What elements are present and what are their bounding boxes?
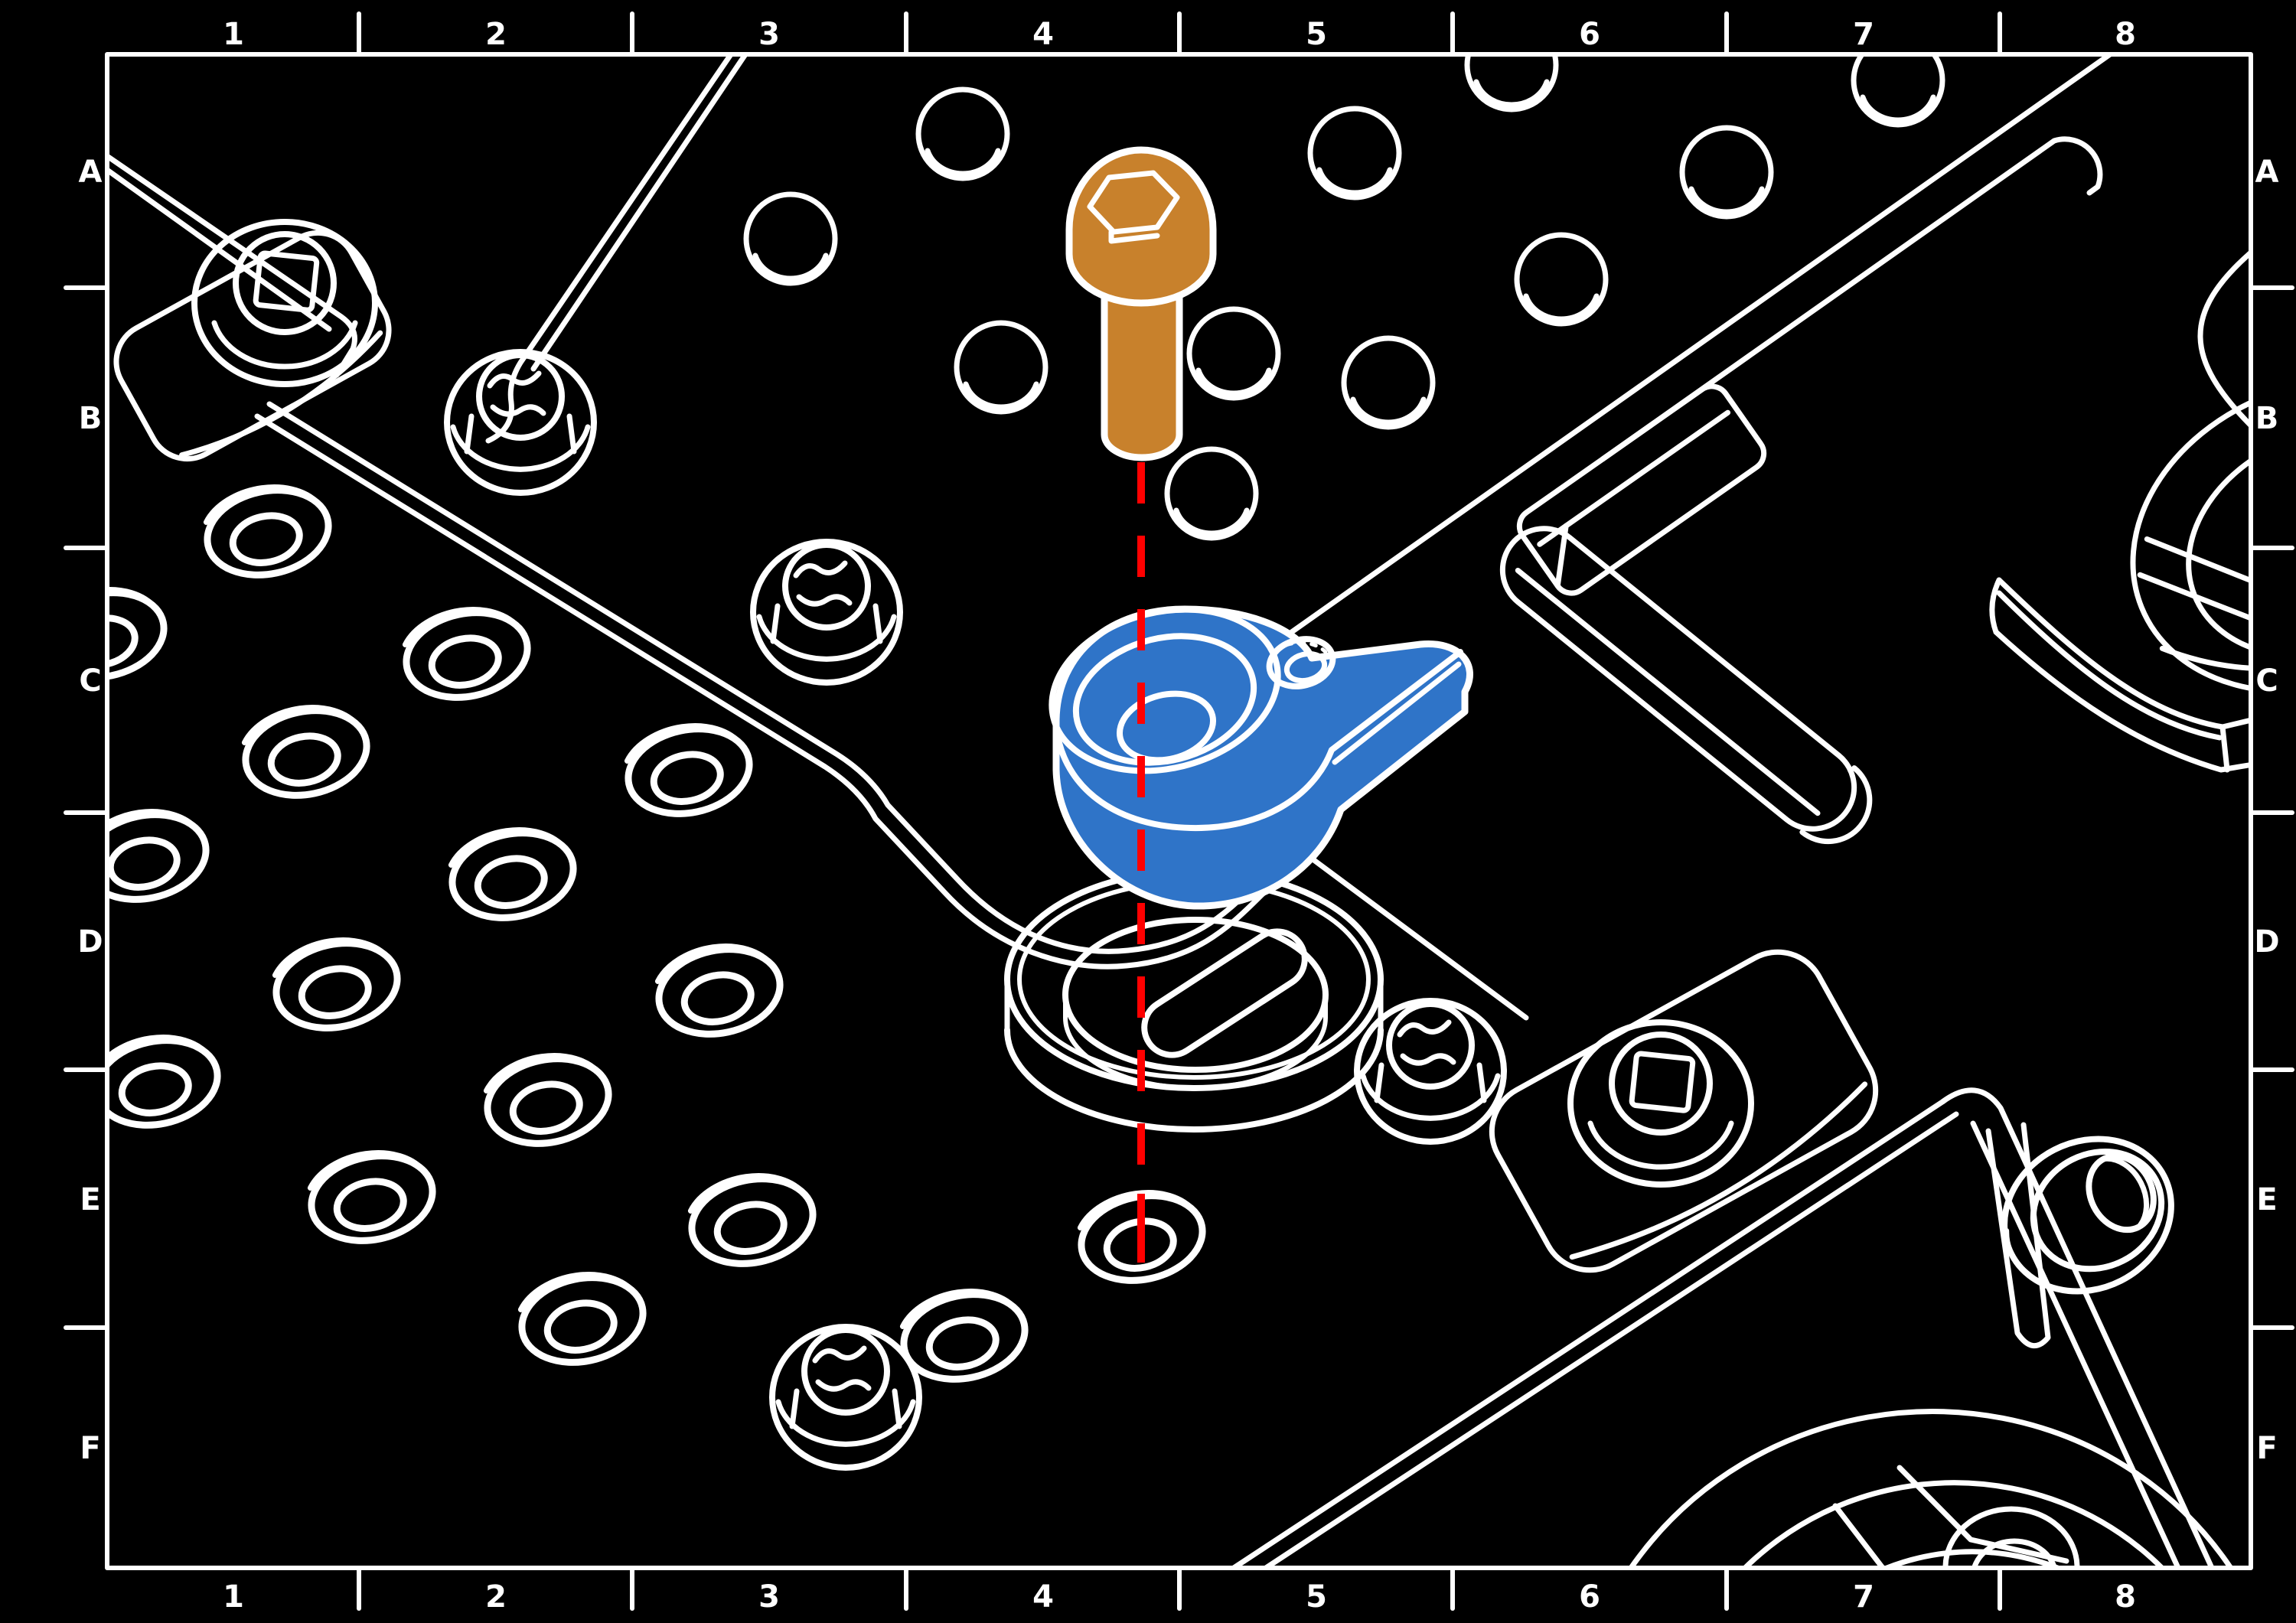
washer-icon — [34, 578, 171, 689]
drill-hole-icon — [1682, 128, 1771, 217]
boss-slot — [1141, 928, 1308, 1058]
grid-col-label-bottom: 2 — [485, 1579, 507, 1615]
washer-icon — [302, 1142, 440, 1252]
grid-col-label-top: 4 — [1032, 17, 1054, 52]
washer-icon — [650, 935, 788, 1045]
grid-row-label-left: A — [79, 155, 103, 190]
grid-row-label-right: B — [2255, 401, 2279, 436]
grid-row-label-left: D — [77, 924, 103, 960]
grid-col-label-top: 2 — [485, 17, 507, 52]
drill-hole-icon — [918, 90, 1007, 178]
grid-row-label-right: F — [2256, 1431, 2277, 1466]
grid-col-label-top: 1 — [223, 17, 244, 52]
washer-icon — [198, 476, 336, 586]
cam-small-hole — [1266, 636, 1336, 689]
washer-icon — [76, 800, 214, 911]
grid-col-label-top: 8 — [2115, 17, 2136, 52]
torx-screw-icon — [753, 542, 900, 683]
washer-icon — [619, 715, 757, 825]
washer-icon — [397, 598, 535, 709]
grid-col-label-bottom: 6 — [1579, 1579, 1600, 1615]
swoosh-bracket — [1989, 577, 2249, 773]
socket-head-cap-screw-part[interactable] — [1065, 146, 1217, 461]
grid-col-label-bottom: 5 — [1306, 1579, 1327, 1615]
turntable-boss — [1004, 868, 1384, 1133]
cup-washer — [2001, 1136, 2174, 1295]
grid-col-label-bottom: 3 — [758, 1579, 780, 1615]
grid-row-label-left: B — [79, 401, 103, 436]
drill-hole-icon — [1189, 309, 1278, 398]
drill-hole-icon — [1467, 21, 1556, 109]
washer-icon — [478, 1045, 616, 1155]
wheel-arch-bracket — [1566, 1409, 2249, 1566]
grid-ticks — [64, 11, 2294, 1611]
grid-row-label-right: E — [2256, 1182, 2277, 1217]
plate-notch — [1516, 383, 1767, 596]
grid-col-label-bottom: 7 — [1853, 1579, 1874, 1615]
screw-shank[interactable] — [1101, 287, 1183, 461]
grid-row-label-left: C — [79, 663, 101, 699]
grid-row-label-right: A — [2255, 155, 2279, 190]
grid-col-label-top: 5 — [1306, 17, 1327, 52]
grid-col-label-bottom: 8 — [2115, 1579, 2136, 1615]
grid-col-label-top: 7 — [1853, 17, 1874, 52]
grid-col-label-bottom: 4 — [1032, 1579, 1054, 1615]
hex-socket — [1087, 170, 1180, 244]
grid-col-label-top: 6 — [1579, 17, 1600, 52]
grid-row-label-left: F — [80, 1431, 100, 1466]
washer-icon — [683, 1165, 820, 1275]
washer-icon — [443, 819, 581, 929]
grid-row-label-right: C — [2255, 663, 2278, 699]
drill-hole-icon — [746, 194, 835, 283]
grid-row-label-right: D — [2254, 924, 2279, 960]
washer-icon — [513, 1263, 651, 1374]
drill-hole-icon — [957, 323, 1045, 412]
edge-disc-bracket — [2130, 376, 2249, 695]
torx-screw-icon — [447, 352, 594, 493]
grid-row-label-left: E — [80, 1182, 100, 1217]
slot-beam — [1499, 526, 1873, 845]
drill-hole-icon — [1167, 449, 1256, 538]
drill-hole-icon — [1344, 338, 1433, 427]
socket-screw-features — [194, 222, 1751, 1185]
drill-hole-icon — [1517, 235, 1606, 324]
socket-screw-icon — [1570, 1022, 1751, 1185]
grid-col-label-bottom: 1 — [223, 1579, 244, 1615]
washer-icon — [267, 929, 405, 1039]
cam-lock-spacer-part[interactable] — [1035, 587, 1473, 910]
drill-hole-icon — [1310, 109, 1399, 197]
torx-screw-icon — [772, 1327, 919, 1468]
grid-col-label-top: 3 — [758, 17, 780, 52]
torx-screw-features — [447, 352, 1504, 1468]
washer-icon — [236, 696, 374, 807]
